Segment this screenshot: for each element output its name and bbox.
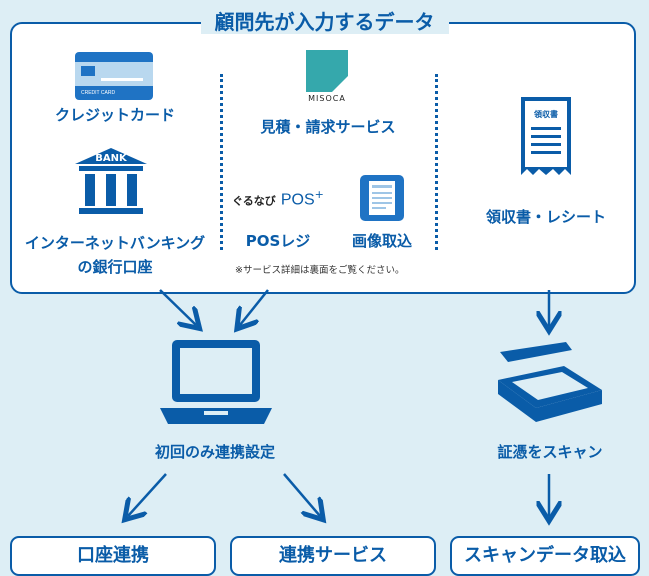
separator-right — [435, 74, 438, 250]
laptop-icon — [160, 340, 272, 434]
client-box-title: 顧問先が入力するデータ — [0, 6, 649, 35]
receipt-icon: 領収書 — [521, 97, 571, 179]
scan-label: 証憑をスキャン — [497, 443, 603, 461]
arrow-services-to-pc — [240, 289, 269, 325]
svg-text:CREDIT CARD: CREDIT CARD — [81, 90, 115, 96]
credit-card-icon: CREDIT CARD — [75, 52, 153, 104]
service-note: ※サービス詳細は裏面をご覧ください。 — [235, 265, 405, 276]
svg-text:領収書: 領収書 — [533, 109, 558, 119]
bank-label-line2: の銀行口座 — [77, 258, 153, 276]
pc-setup-label: 初回のみ連携設定 — [154, 443, 275, 461]
account-link-button[interactable]: 口座連携 — [10, 536, 216, 576]
phone-capture-icon — [360, 175, 404, 225]
credit-card-label: クレジットカード — [54, 106, 175, 124]
scanner-icon — [494, 342, 606, 436]
arrow-pc-to-account — [128, 473, 167, 516]
misoca-logo-text: MISOCA — [308, 94, 346, 103]
separator-left — [220, 74, 223, 250]
scan-import-button[interactable]: スキャンデータ取込 — [450, 536, 640, 576]
svg-text:BANK: BANK — [95, 153, 128, 164]
receipt-label: 領収書・レシート — [485, 208, 606, 226]
misoca-logo-icon — [306, 50, 348, 96]
arrow-bank-to-pc — [159, 289, 196, 325]
image-capture-label: 画像取込 — [351, 232, 412, 250]
bank-label-line1: インターネットバンキング — [24, 234, 206, 252]
gurunavi-pos-logo: ぐるなび POS+ — [232, 188, 324, 209]
arrow-pc-to-service — [283, 473, 320, 516]
pos-label: POSレジ — [245, 232, 311, 250]
service-link-button[interactable]: 連携サービス — [230, 536, 436, 576]
bank-icon: BANK — [75, 148, 147, 224]
misoca-label: 見積・請求サービス — [260, 118, 396, 136]
